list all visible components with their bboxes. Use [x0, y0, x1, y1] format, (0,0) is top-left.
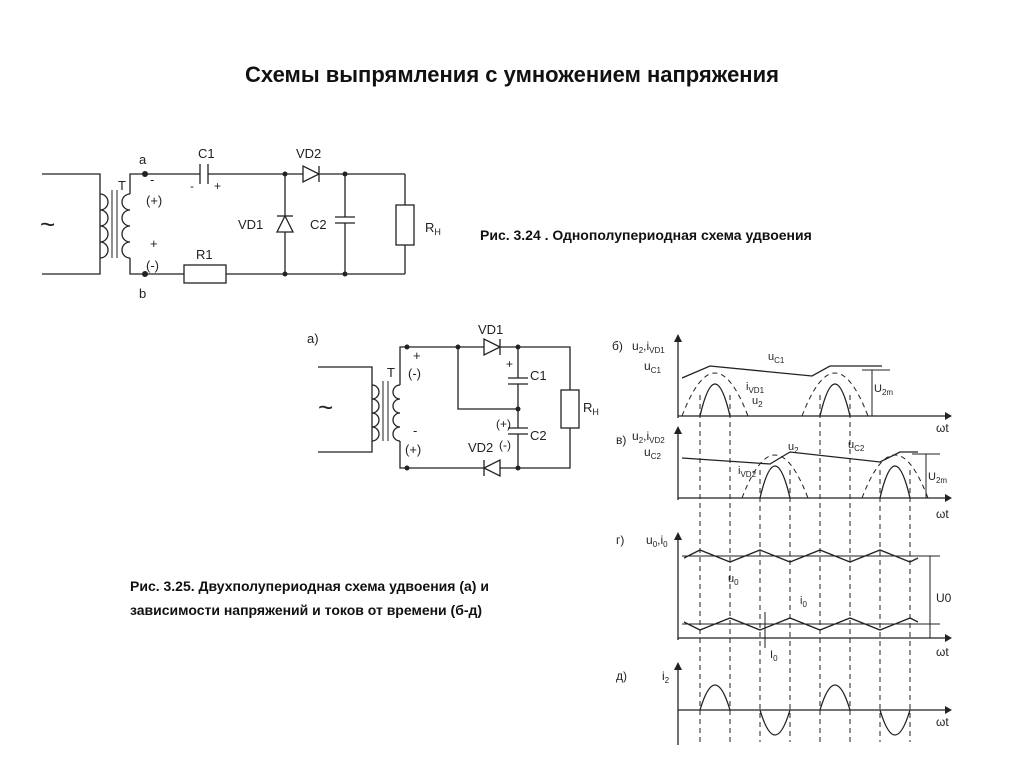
circuit-half-wave-doubler: ~ a b T - (+) + (-) C1 - + VD2 VD1 C2 R1… — [40, 146, 441, 301]
secondary-plus-paren-label: (+) — [146, 193, 162, 208]
primary-leads-2 — [318, 366, 373, 453]
vd2-diode-body — [302, 164, 321, 184]
r1-resistor — [183, 264, 227, 284]
figure-3-25-caption-line2: зависимости напряжений и токов от времен… — [130, 602, 483, 618]
c1-minus-label: - — [190, 179, 194, 193]
graph-g-wt-label: ωt — [936, 645, 949, 659]
graph-b-u2-label: u2 — [752, 395, 763, 409]
graph-v-x-arrow — [945, 494, 952, 502]
transformer-label-2: T — [387, 365, 395, 380]
primary-winding-2 — [371, 384, 380, 442]
rh2-resistor — [560, 389, 580, 429]
graph-v-label: в) — [616, 433, 626, 447]
sec2-plus-label: + — [413, 348, 421, 363]
rh-label: RН — [425, 220, 441, 237]
ac-source-symbol: ~ — [40, 209, 55, 239]
c1b-label: C1 — [530, 368, 547, 383]
ac-source-symbol-2: ~ — [318, 392, 333, 422]
c2-label: C2 — [310, 217, 327, 232]
c2b-minus-paren-label: (-) — [499, 438, 511, 452]
graph-v-ivd2-pulses — [759, 465, 911, 499]
junction-dot — [404, 465, 410, 471]
page-title: Схемы выпрямления с умножением напряжени… — [245, 62, 779, 87]
graph-g-x-arrow — [945, 634, 952, 642]
graph-d-y-arrow — [674, 662, 682, 670]
graph-b-x-arrow — [945, 412, 952, 420]
vd1-diode-body — [275, 214, 295, 233]
graph-b-uc1-line — [681, 365, 882, 379]
vd2b-diode-body — [482, 458, 501, 478]
graph-b-y-arrow — [674, 334, 682, 342]
graph-g-y-arrow — [674, 532, 682, 540]
secondary-winding — [121, 193, 131, 259]
graph-v-y-arrow — [674, 426, 682, 434]
c2b-plus-paren-label: (+) — [496, 417, 511, 431]
primary-winding — [99, 193, 109, 259]
graph-b-axis-label-2: uC1 — [644, 359, 661, 375]
graph-d-wt-label: ωt — [936, 715, 949, 729]
graph-g-u0-label: u0 — [728, 573, 739, 587]
graph-g-I0-label: I0 — [770, 649, 778, 663]
graph-v-wt-label: ωt — [936, 507, 949, 521]
graph-b-u2m-label: U2m — [874, 383, 893, 397]
graph-g-i0-label: i0 — [800, 595, 807, 609]
secondary-minus-paren-label: (-) — [146, 258, 159, 273]
graph-b-uc1-label: uC1 — [768, 351, 785, 365]
circuit-a-label: a) — [307, 331, 319, 346]
node-b-label: b — [139, 286, 146, 301]
circuit-full-wave-doubler: a) ~ T + (-) - (+) VD1 VD2 + C1 (+) — [307, 322, 599, 478]
graph-b-ivd1-pulses — [699, 383, 851, 417]
junction-dot — [404, 344, 410, 350]
graph-v-u2-wave — [741, 454, 929, 499]
graph-d-label: д) — [616, 669, 627, 683]
graph-b-u2-wave — [681, 372, 869, 417]
vd2-label: VD2 — [296, 146, 321, 161]
graph-v-uc2-line — [681, 451, 918, 465]
graph-b-axis-label-1: u2,iVD1 — [632, 339, 665, 355]
vd1-label: VD1 — [238, 217, 263, 232]
graph-g-U0-label: U0 — [936, 591, 952, 605]
c1b-plus-label: + — [506, 357, 513, 371]
secondary-minus-label: - — [150, 172, 154, 187]
graph-v-u2-label: u2 — [788, 441, 799, 455]
graph-g-label: г) — [616, 533, 624, 547]
vd2b-label: VD2 — [468, 440, 493, 455]
graph-d-axis-label: i2 — [662, 669, 670, 685]
c1-label: C1 — [198, 146, 215, 161]
primary-leads — [42, 173, 101, 275]
graph-g-axis-label: u0,i0 — [646, 533, 668, 549]
figure-3-24-caption: Рис. 3.24 . Однополупериодная схема удво… — [480, 227, 812, 243]
secondary-winding-2 — [392, 384, 401, 442]
secondary-plus-label: + — [150, 236, 158, 251]
vd1b-diode-body — [483, 337, 502, 357]
inner-link — [457, 347, 518, 410]
rh-resistor — [395, 204, 415, 246]
graph-v-axis-label-1: u2,iVD2 — [632, 429, 665, 445]
graph-v-axis-label-2: uC2 — [644, 445, 661, 461]
node-a-label: a — [139, 152, 147, 167]
c2b-label: C2 — [530, 428, 547, 443]
figure-3-25-caption-line1: Рис. 3.25. Двухполупериодная схема удвое… — [130, 578, 489, 594]
secondary-bottom-lead — [129, 258, 145, 275]
sec2-plus-paren-label: (+) — [405, 442, 421, 457]
graph-b-wt-label: ωt — [936, 421, 949, 435]
graph-v-u2m-label: U2m — [928, 471, 947, 485]
sec2-minus-paren-label: (-) — [408, 366, 421, 381]
sec2-minus-label: - — [413, 423, 417, 438]
r1-label: R1 — [196, 247, 213, 262]
secondary-top-lead — [129, 173, 145, 194]
vd1b-label: VD1 — [478, 322, 503, 337]
graph-b-ivd1-label: iVD1 — [746, 381, 765, 395]
transformer-label: T — [118, 178, 126, 193]
rh2-label: RН — [583, 400, 599, 417]
graph-d-x-arrow — [945, 706, 952, 714]
graph-b-label: б) — [612, 339, 623, 353]
timing-graphs: б) u2,iVD1 uC1 uC1 iVD1 u2 U2m ωt в) u2,… — [612, 334, 952, 745]
graph-v-ivd2-label: iVD2 — [738, 465, 757, 479]
c1-plus-label: + — [214, 179, 221, 193]
graph-d-i2-pulses — [699, 684, 911, 736]
graph-v-uc2-label: uC2 — [848, 439, 865, 453]
